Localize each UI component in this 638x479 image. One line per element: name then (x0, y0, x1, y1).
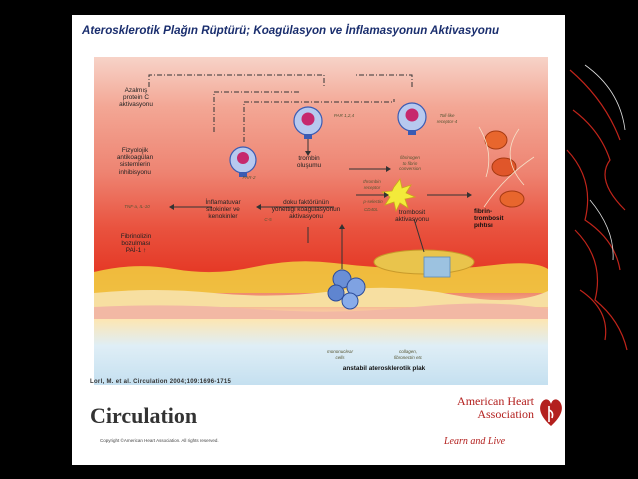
label-p-selectin: p-selectin (363, 199, 383, 204)
cell-toll (397, 102, 427, 135)
clot-cells (478, 126, 535, 208)
label-par2: PAR-2 (242, 175, 256, 180)
label-thrombin-receptor: thrombin receptor (363, 179, 381, 190)
label-collagen: collagen, fibronectin etc (393, 349, 422, 360)
label-protein-c: Azalmış protein C aktivasyonu (119, 87, 153, 109)
label-clot: fibrin- trombosit pıhtısı (474, 208, 504, 230)
aha-slogan: Learn and Live (444, 436, 506, 447)
label-cd40: CD40L (363, 207, 378, 212)
diagram-graphics (94, 74, 548, 319)
mono-cell-4 (341, 292, 359, 310)
label-unstable-plaque: anstabil aterosklerotik plak (342, 365, 426, 372)
label-toll: Toll-like receptor-4 (436, 113, 458, 124)
label-anticoagulant: Fizyolojik antikoagülan sistemlerin inhi… (116, 147, 154, 176)
mono-cell-3 (327, 284, 345, 302)
label-c5: C-5 (264, 217, 272, 222)
label-platelet: trombosit aktivasyonu (395, 209, 429, 224)
label-tnf: TNF-a, IL-10 (124, 204, 150, 209)
label-tissue-factor: doku faktörünün yönettiği koagülasyonun … (271, 199, 341, 221)
media-band (94, 303, 548, 319)
loop-top-2 (213, 91, 299, 132)
loop-top-1 (148, 74, 325, 87)
collagen-block (423, 256, 451, 278)
loop-top-3 (354, 74, 413, 87)
label-thrombin: trombin oluşumu (296, 155, 322, 170)
aha-heart-icon (540, 399, 562, 426)
arrow-up-plaque (413, 218, 425, 253)
label-fibrinogen: fibrinogen to fibrin conversion (399, 155, 421, 171)
copyright: Copyright ©American Heart Association. A… (100, 438, 219, 443)
slide: Aterosklerotik Plağın Rüptürü; Koagülasy… (72, 15, 565, 465)
cell-par124 (293, 106, 323, 139)
label-fibrinolysis: Fibrinolizin bozulması PAİ-1 ↑ (120, 233, 152, 255)
label-par124: PAR 1,2,4 (333, 113, 355, 118)
label-mono: mononuclear cells (326, 349, 353, 360)
journal-logo: Circulation (90, 403, 198, 428)
decorative-swirl (566, 64, 628, 351)
cell-par2 (229, 146, 257, 177)
diagram-panel: Azalmış protein C aktivasyonu Fizyolojik… (94, 57, 548, 385)
plaque-band (94, 261, 548, 293)
loop-mid (243, 99, 395, 142)
aha-name: American Heart Association (457, 394, 534, 421)
label-inflammatory: İnflamatuvar sitokinler ve kenokinler (205, 199, 241, 221)
slide-title: Aterosklerotik Plağın Rüptürü; Koagülasy… (82, 24, 500, 37)
intima-band (94, 287, 548, 307)
citation: Lorl, M. et al. Circulation 2004;109:169… (90, 379, 232, 385)
